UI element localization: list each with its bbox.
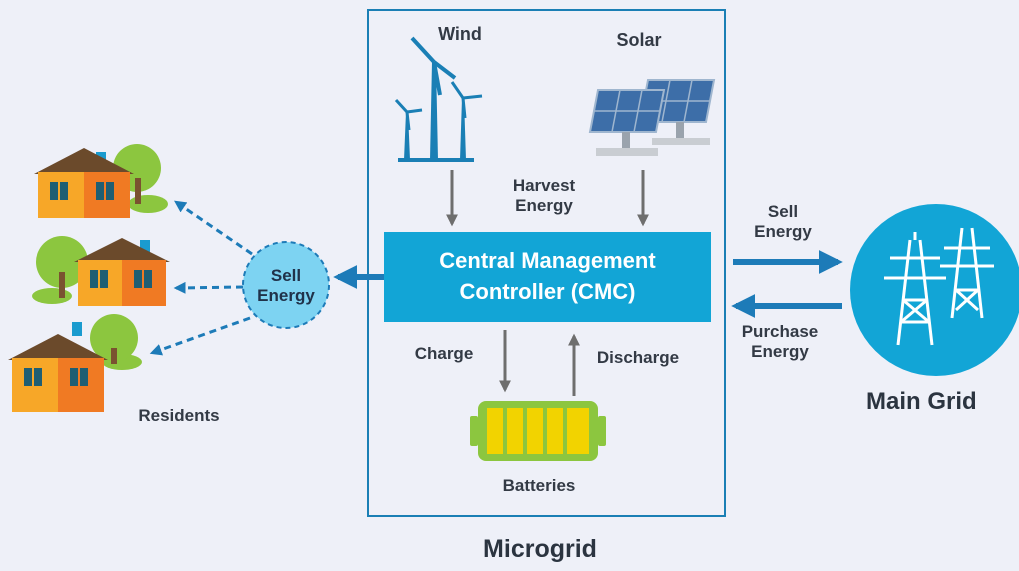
grid-purchase-line-1: Purchase [741, 322, 819, 341]
sell-arrow-house-1 [174, 200, 253, 256]
main-grid-circle [850, 204, 1019, 376]
residents-label: Residents [138, 406, 220, 425]
wind-label: Wind [438, 24, 482, 44]
grid-purchase-line-2: Energy [751, 341, 809, 361]
cmc-title-line-1: Central Management [439, 248, 656, 274]
residents-sell-bubble [242, 241, 330, 329]
discharge-label: Discharge [596, 348, 680, 367]
central-management-controller-box: Central Management Controller (CMC) [384, 232, 711, 322]
house-icon [34, 144, 168, 218]
grid-purchase-energy-label: Purchase Energy [730, 322, 830, 361]
residents-sell-line-1: Sell [270, 265, 302, 285]
wind-turbine-icon [394, 36, 483, 162]
grid-sell-energy-label: Sell Energy [740, 202, 826, 241]
microgrid-frame [367, 9, 726, 517]
residents-sell-line-2: Energy [257, 286, 315, 305]
solar-label: Solar [616, 30, 662, 50]
batteries-label: Batteries [502, 476, 576, 495]
harvest-energy-label: Harvest Energy [512, 176, 576, 215]
house-icon [32, 236, 170, 306]
solar-panel-icon [588, 79, 716, 156]
charge-label: Charge [414, 344, 474, 363]
microgrid-title: Microgrid [483, 535, 597, 563]
cmc-title-line-2: Controller (CMC) [459, 279, 636, 304]
grid-sell-line-1: Sell [767, 202, 799, 221]
battery-icon [470, 401, 606, 461]
main-grid-label: Main Grid [866, 388, 977, 415]
house-icon [8, 314, 142, 412]
grid-sell-line-2: Energy [754, 221, 812, 241]
sell-arrow-house-2 [173, 281, 244, 294]
residents-sell-energy-label: Sell Energy [242, 247, 330, 325]
sell-arrow-house-3 [149, 316, 251, 356]
power-tower-icon [884, 227, 994, 346]
